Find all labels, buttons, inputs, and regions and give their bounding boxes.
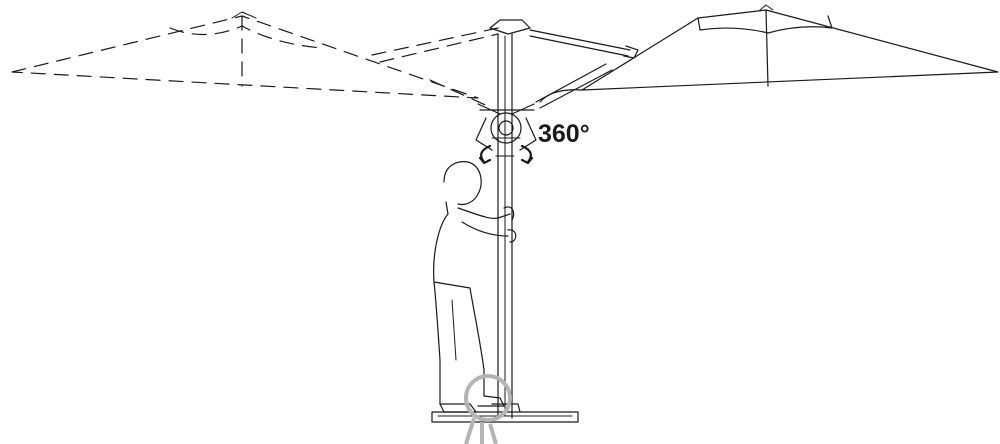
foot-pedal-highlight	[464, 374, 512, 444]
umbrella-arms	[489, 19, 639, 109]
person-figure	[433, 161, 517, 413]
rotate-right-arrow-icon	[520, 144, 534, 165]
umbrella-pole	[495, 33, 515, 419]
rotation-hub	[475, 103, 537, 151]
rotate-left-arrow-icon	[478, 144, 492, 165]
solid-canopy-current-position	[539, 4, 999, 103]
rotation-degree-label: 360°	[538, 120, 590, 148]
umbrella-base	[431, 403, 579, 423]
dashed-canopy-previous-position	[11, 11, 499, 109]
